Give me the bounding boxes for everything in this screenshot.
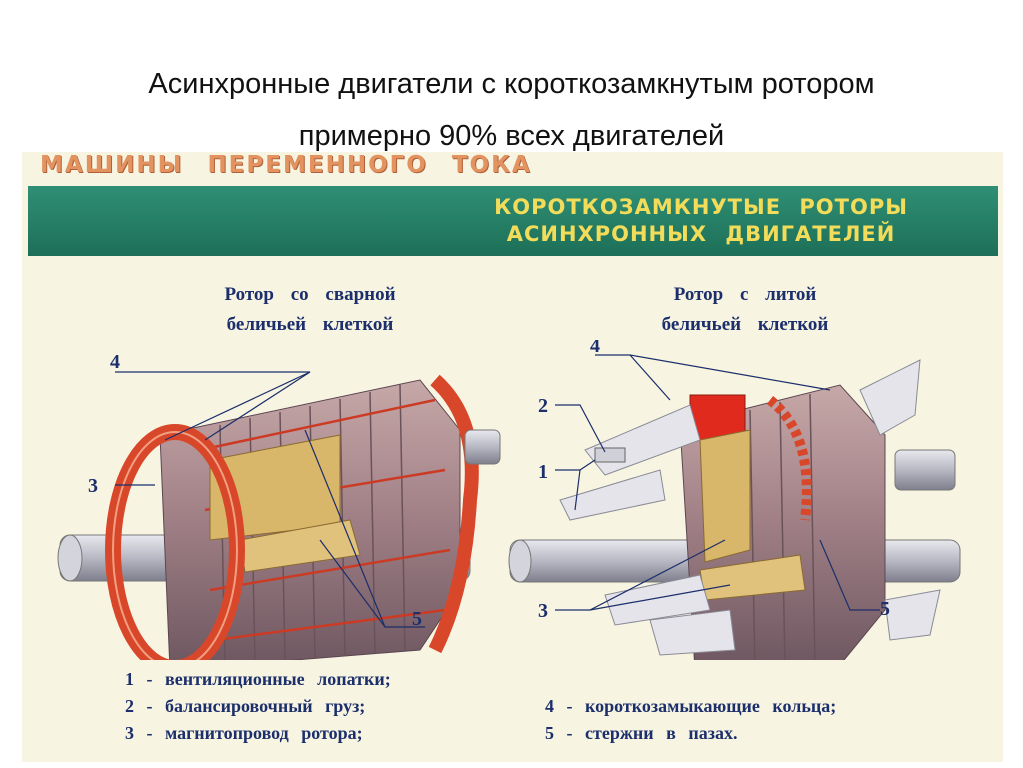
- banner-line-2: АСИНХРОННЫХ ДВИГАТЕЛЕЙ: [506, 222, 896, 246]
- legend-item-1: 1 - вентиляционные лопатки;: [125, 669, 391, 689]
- banner: КОРОТКОЗАМКНУТЫЕ РОТОРЫ АСИНХРОННЫХ ДВИГ…: [28, 186, 998, 256]
- legend-item-3: 3 - магнитопровод ротора;: [125, 723, 363, 743]
- section-heading: МАШИНЫ ПЕРЕМЕННОГО ТОКА: [40, 152, 532, 178]
- shaft-end: [508, 539, 532, 583]
- title-line-2: примерно 90% всех двигателей: [298, 120, 725, 152]
- right-caption-line-2: беличьей клеткой: [661, 314, 829, 335]
- balancing-weight: [594, 447, 626, 463]
- left-rotor-caption: Ротор со сварной беличьей клеткой: [160, 280, 460, 340]
- callout-3: 3: [538, 600, 548, 622]
- callout-2: 2: [538, 395, 548, 417]
- callout-4: 4: [590, 340, 600, 357]
- banner-text: КОРОТКОЗАМКНУТЫЕ РОТОРЫ АСИНХРОННЫХ ДВИГ…: [494, 194, 908, 248]
- left-caption-line-2: беличьей клеткой: [226, 314, 394, 335]
- callout-4: 4: [110, 351, 120, 373]
- right-rotor-caption: Ротор с литой беличьей клеткой: [595, 280, 895, 340]
- legend-item-4: 4 - короткозамыкающие кольца;: [545, 696, 837, 716]
- cutaway-slots: [699, 429, 751, 563]
- cast-cage-rotor-diagram: 4 2 1 3 5: [508, 340, 961, 660]
- banner-line-1: КОРОТКОЗАМКНУТЫЕ РОТОРЫ: [494, 195, 908, 219]
- laminations: [749, 393, 816, 660]
- left-caption-line-1: Ротор со сварной: [224, 284, 396, 305]
- legend-item-2: 2 - балансировочный груз;: [125, 696, 366, 716]
- legend-item-5: 5 - стержни в пазах.: [545, 723, 738, 743]
- callout-3: 3: [88, 475, 98, 497]
- shaft-right-end: [894, 449, 956, 491]
- slide-title: Асинхронные двигатели с короткозамкнутым…: [0, 58, 1023, 162]
- short-circuit-ring-back: [428, 374, 479, 654]
- right-caption-line-1: Ротор с литой: [673, 284, 817, 305]
- legend-right: 4 - короткозамыкающие кольца; 5 - стержн…: [545, 693, 836, 747]
- callout-lines: [115, 371, 425, 628]
- shaft-right-end: [464, 429, 501, 465]
- callout-1: 1: [538, 461, 548, 483]
- title-line-1: Асинхронные двигатели с короткозамкнутым…: [148, 68, 875, 100]
- welded-cage-rotor-diagram: 4 3 5: [57, 351, 501, 660]
- callout-lines: [555, 354, 880, 611]
- callout-5: 5: [880, 598, 890, 620]
- shaft-end: [57, 534, 83, 582]
- callout-5: 5: [412, 608, 422, 630]
- cast-bars-section: [766, 396, 812, 521]
- legend-left: 1 - вентиляционные лопатки; 2 - балансир…: [125, 666, 391, 747]
